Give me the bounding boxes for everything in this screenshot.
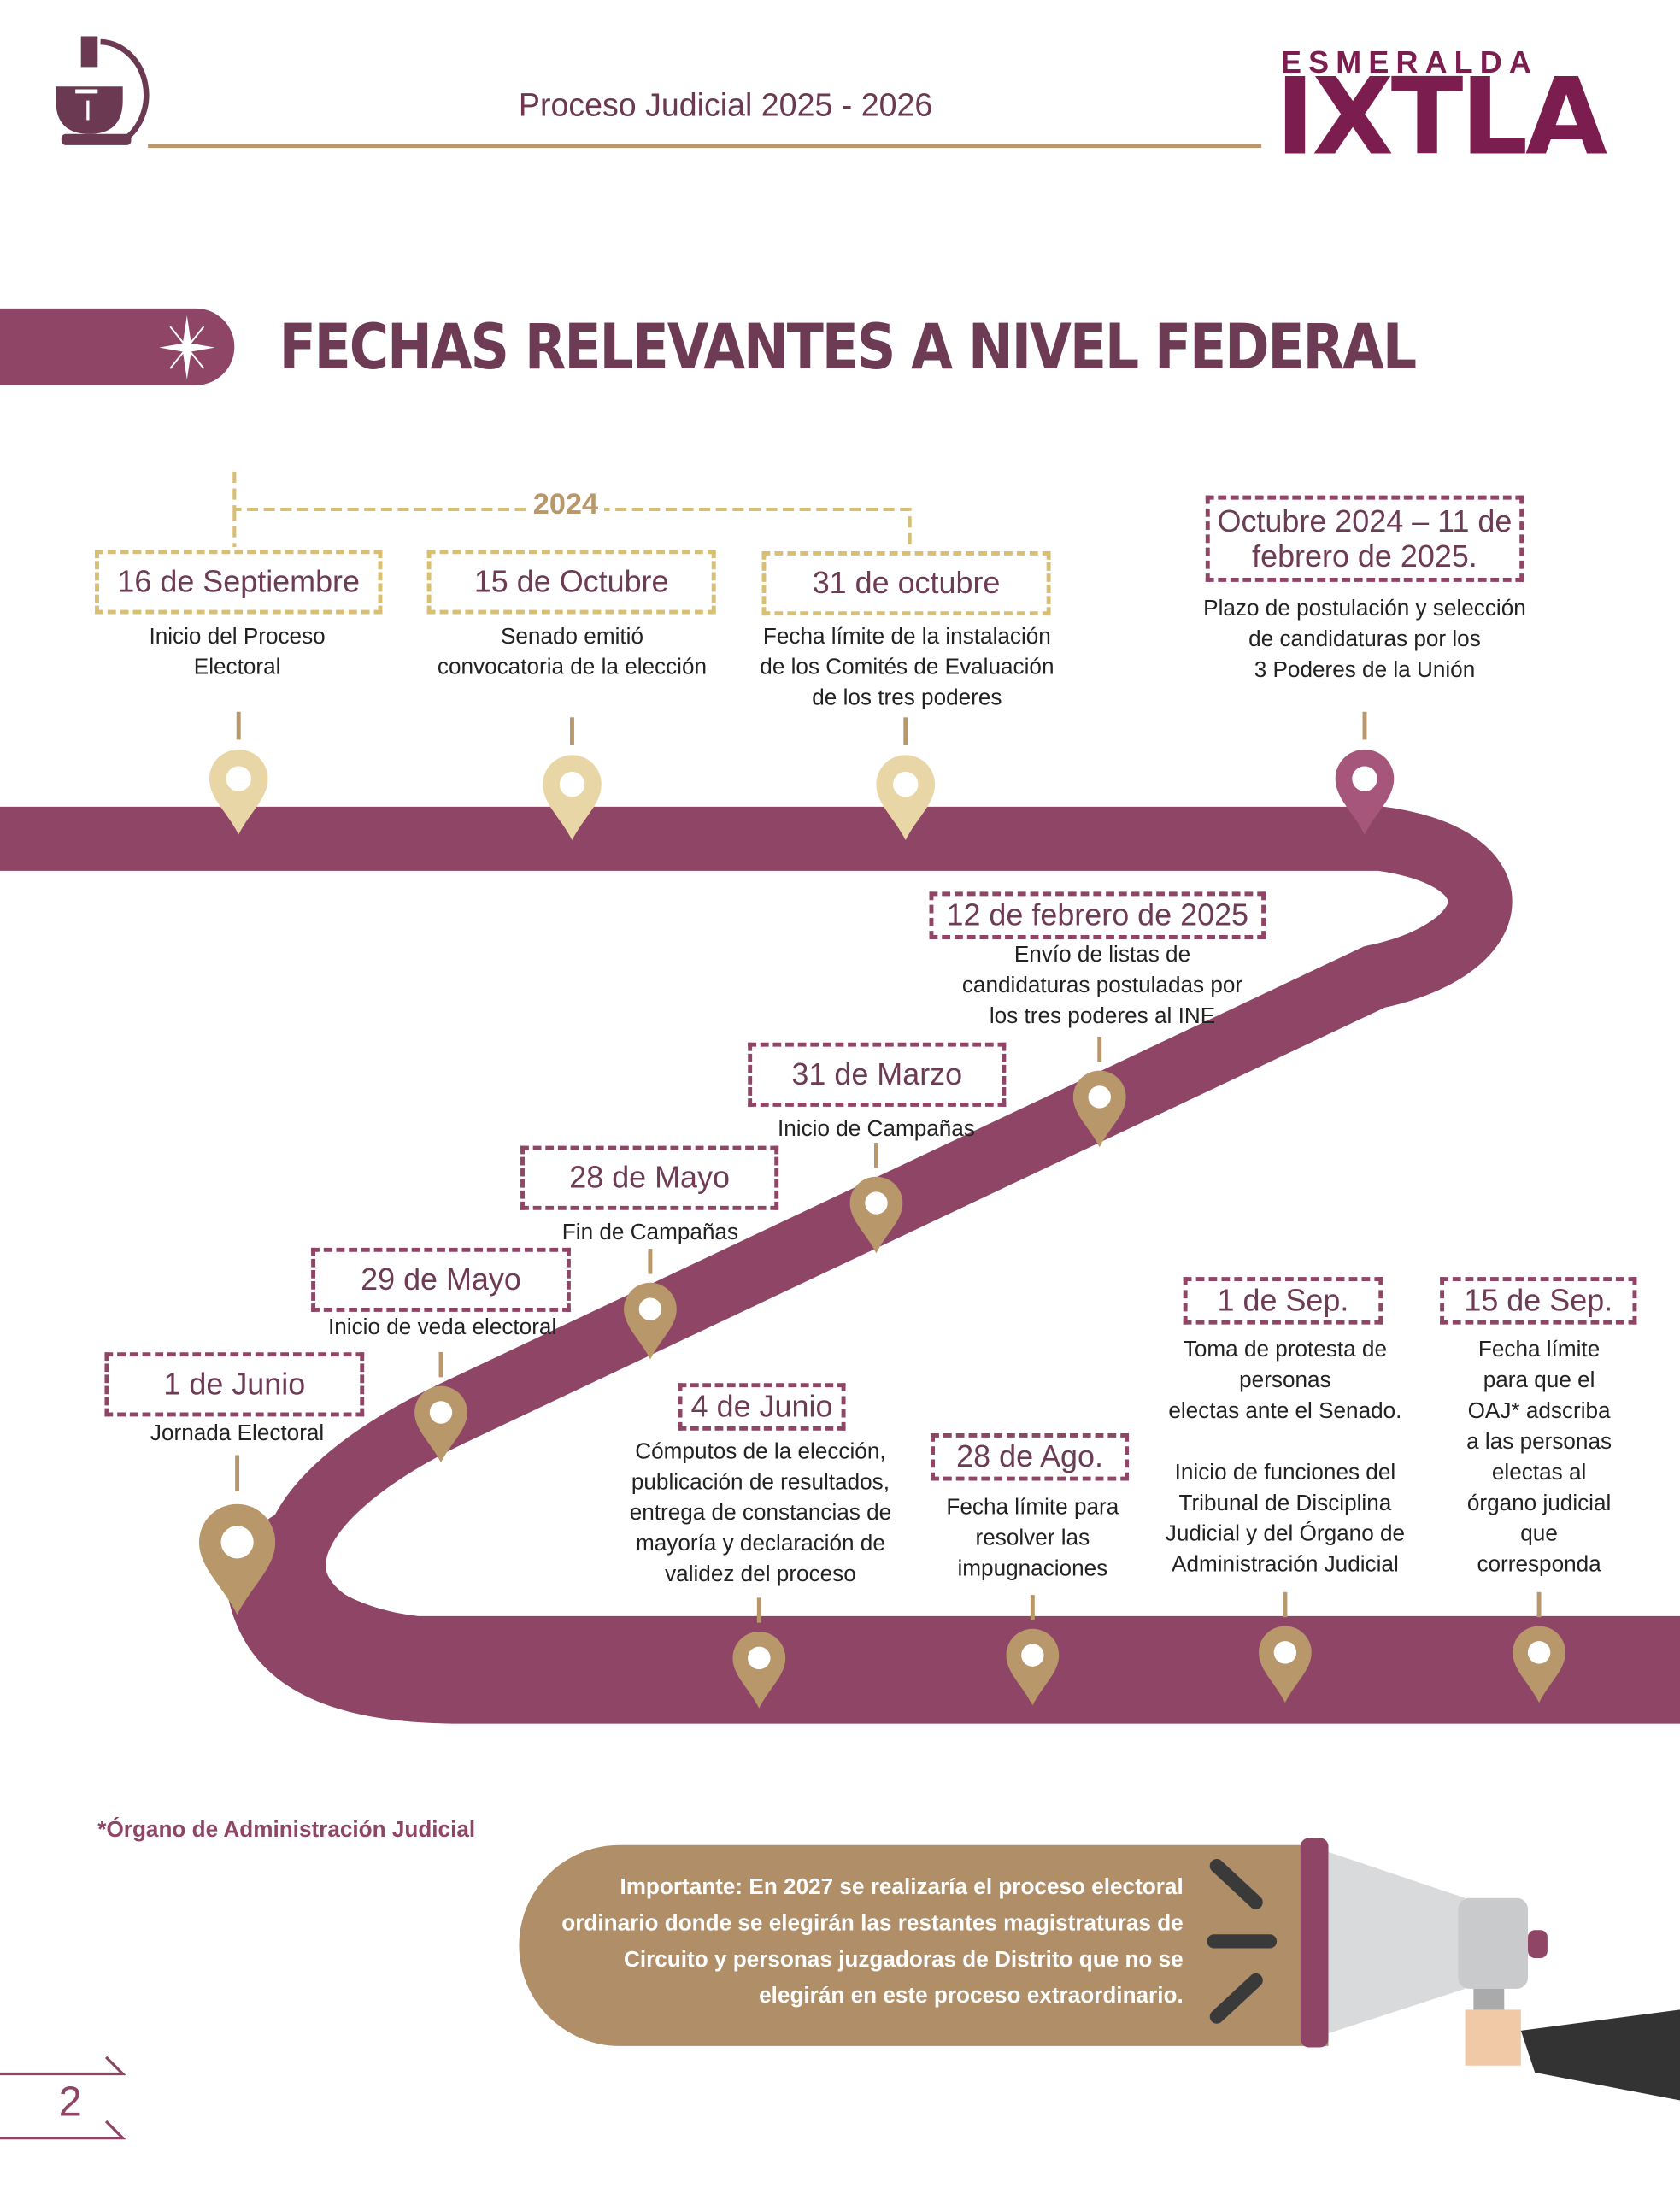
pin-dot <box>1021 1644 1044 1667</box>
map-pin-icon <box>1335 749 1395 835</box>
map-pin-icon <box>1513 1626 1565 1703</box>
megaphone-icon <box>1207 1838 1680 2101</box>
logo-main-text: IXTLA <box>1275 54 1607 179</box>
pin-dot <box>429 1401 453 1424</box>
event-description: Cómputos de la elección, publicación de … <box>629 1440 892 1587</box>
event-date: 15 de Octubre <box>426 550 716 615</box>
map-pin-icon <box>876 755 936 841</box>
pin-dot <box>748 1646 771 1670</box>
event-description: Envío de listas de candidaturas postulad… <box>961 943 1243 1029</box>
map-pin-icon <box>1072 1070 1126 1148</box>
event-description: Fecha límite para resolver las impugnaci… <box>946 1496 1119 1582</box>
section-title: FECHAS RELEVANTES A NIVEL FEDERAL <box>279 309 1418 385</box>
header-title: Proceso Judicial 2025 - 2026 <box>518 86 933 123</box>
event-date: 31 de Marzo <box>748 1042 1007 1107</box>
important-callout <box>519 1844 1329 2046</box>
pin-dot <box>865 1191 888 1215</box>
event-date: 16 de Septiembre <box>95 550 383 615</box>
pin-dot <box>1088 1085 1111 1109</box>
event-description: Toma de protesta de personas electas ant… <box>1165 1338 1406 1578</box>
event-date: 31 de octubre <box>761 550 1051 616</box>
map-pin-icon <box>624 1282 677 1360</box>
map-pin-icon <box>1006 1628 1060 1706</box>
event-date: 12 de febrero de 2025 <box>929 891 1266 939</box>
event-description: Fin de Campañas <box>561 1220 739 1245</box>
map-pin-icon <box>414 1385 467 1463</box>
event-date: 1 de Sep. <box>1183 1277 1383 1325</box>
callout-text: Importante: En 2027 se realizaría el pro… <box>561 1875 1184 2009</box>
event-date: Octubre 2024 – 11 de febrero de 2025. <box>1205 495 1524 582</box>
event-description: Inicio de Campañas <box>777 1117 975 1142</box>
pin-dot <box>220 1526 254 1559</box>
event-description: Fecha límite de la instalación de los Co… <box>760 625 1054 711</box>
event-date: 28 de Mayo <box>520 1145 779 1210</box>
page-number: 2 <box>58 2079 82 2126</box>
event-description: Plazo de postulación y selección de cand… <box>1203 597 1526 683</box>
map-pin-icon <box>543 755 602 841</box>
event-date: 28 de Ago. <box>931 1432 1130 1481</box>
event-description: Fecha límite para que el OAJ* adscriba a… <box>1466 1338 1612 1578</box>
event-description: Senado emitió convocatoria de la elecció… <box>437 625 708 680</box>
header-divider <box>148 144 1262 149</box>
pin-dot <box>1527 1641 1551 1664</box>
event-description: Jornada Electoral <box>150 1421 325 1446</box>
map-pin-icon <box>1259 1626 1312 1703</box>
map-pin-icon <box>849 1176 903 1254</box>
event-description: Inicio de veda electoral <box>328 1315 557 1340</box>
footnote: *Órgano de Administración Judicial <box>97 1818 476 1843</box>
event-description: Inicio del Proceso Electoral <box>149 625 326 680</box>
sparkle-icon <box>159 315 215 380</box>
pin-dot <box>226 766 251 791</box>
event-date: 1 de Junio <box>104 1352 365 1417</box>
pin-dot <box>893 771 919 797</box>
year-label: 2024 <box>527 488 604 522</box>
pin-dot <box>1352 766 1377 791</box>
event-date: 29 de Mayo <box>311 1247 571 1312</box>
map-pin-icon <box>732 1632 786 1709</box>
pin-dot <box>1273 1641 1297 1664</box>
ballot-box-logo-icon <box>56 36 150 145</box>
event-date: 4 de Junio <box>678 1383 846 1431</box>
logo-top-text: ESMERALDA <box>1281 44 1539 80</box>
pin-dot <box>559 771 585 797</box>
map-pin-icon <box>209 749 268 835</box>
pin-dot <box>638 1297 662 1320</box>
event-date: 15 de Sep. <box>1440 1277 1637 1325</box>
map-pin-icon <box>199 1503 276 1615</box>
page-marker-icon <box>0 2056 126 2140</box>
